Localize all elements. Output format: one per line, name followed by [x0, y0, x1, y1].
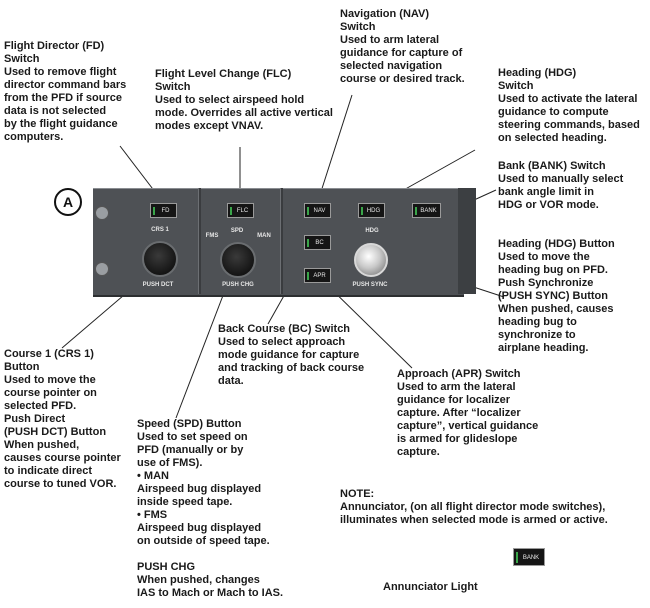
hdg-knob[interactable] [354, 243, 388, 277]
caption-apr: Approach (APR) Switch Used to arm the la… [397, 368, 539, 458]
caption-flc: Flight Level Change (FLC) Switch Used to… [155, 68, 333, 132]
bank-switch[interactable]: BANK [412, 203, 441, 218]
fms-label: FMS [205, 233, 219, 239]
push-dct-label: PUSH DCT [142, 282, 174, 288]
leader-nav [317, 94, 353, 202]
man-label: MAN [257, 233, 271, 239]
panel-screw [95, 262, 109, 276]
push-sync-label: PUSH SYNC [352, 282, 388, 288]
nav-switch[interactable]: NAV [304, 203, 331, 218]
fd-switch[interactable]: FD [150, 203, 177, 218]
annunciator-led [307, 207, 309, 215]
annunciator-led [415, 207, 417, 215]
caption-nav: Navigation (NAV) Switch Used to arm late… [340, 8, 465, 85]
annunciator-led [153, 207, 155, 215]
apr-switch[interactable]: APR [304, 268, 331, 283]
caption-hdg-button: Heading (HDG) Button Used to move the he… [498, 238, 615, 354]
annunciator-led [361, 207, 363, 215]
hdg-knob-label: HDG [365, 228, 379, 234]
annunciator-led [516, 552, 518, 563]
caption-crs1: Course 1 (CRS 1) Button Used to move the… [4, 348, 121, 490]
spd-label: SPD [230, 228, 244, 234]
annunciator-led [307, 239, 309, 247]
flc-switch[interactable]: FLC [227, 203, 254, 218]
panel-edge [458, 188, 476, 294]
panel-screw [95, 206, 109, 220]
caption-fd: Flight Director (FD) Switch Used to remo… [4, 40, 127, 143]
annunciator-led [307, 272, 309, 280]
caption-spd: Speed (SPD) Button Used to set speed on … [137, 418, 284, 599]
crs1-label: CRS 1 [151, 227, 169, 233]
caption-annunciator: Annunciator Light [383, 581, 478, 593]
panel-divider [198, 188, 201, 294]
bc-switch[interactable]: BC [304, 235, 331, 250]
sample-annunciator: BANK [513, 548, 545, 566]
marker-circle: A [54, 188, 82, 216]
crs1-knob[interactable] [142, 241, 178, 277]
annunciator-led [230, 207, 232, 215]
caption-bc: Back Course (BC) Switch Used to select a… [218, 323, 365, 387]
push-chg-label: PUSH CHG [222, 282, 254, 288]
caption-bank: Bank (BANK) Switch Used to manually sele… [498, 160, 624, 211]
caption-hdg-switch: Heading (HDG) Switch Used to activate th… [498, 67, 640, 144]
caption-note: NOTE: Annunciator, (on all flight direct… [340, 488, 608, 526]
spd-knob[interactable] [220, 242, 256, 278]
marker-letter: A [62, 194, 74, 210]
hdg-switch[interactable]: HDG [358, 203, 385, 218]
flight-guidance-panel [93, 188, 464, 297]
panel-divider [280, 188, 283, 294]
